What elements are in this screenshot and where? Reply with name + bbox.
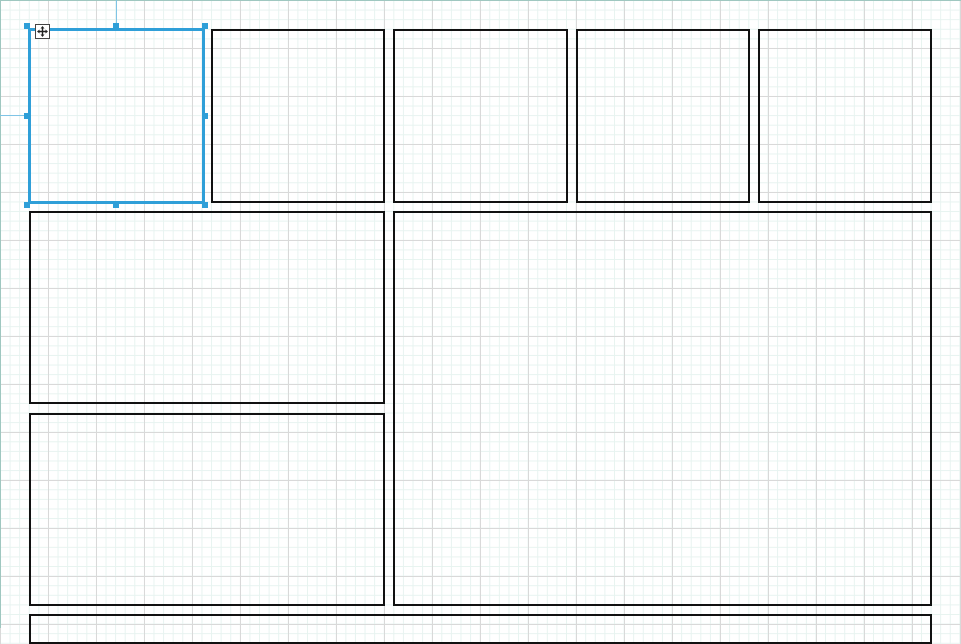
resize-handle-top[interactable] xyxy=(113,23,119,29)
alignment-guide-vertical xyxy=(116,0,117,24)
page-edge-left xyxy=(0,0,1,628)
panel-9[interactable] xyxy=(29,614,932,644)
panel-2[interactable] xyxy=(211,29,385,203)
resize-handle-bottom[interactable] xyxy=(113,202,119,208)
panel-5[interactable] xyxy=(758,29,932,203)
page-edge-top xyxy=(0,0,961,1)
resize-handle-right[interactable] xyxy=(202,113,208,119)
panel-4[interactable] xyxy=(576,29,750,203)
panel-8[interactable] xyxy=(29,413,385,606)
alignment-guide-horizontal xyxy=(0,115,28,116)
panel-1[interactable] xyxy=(28,28,205,204)
panel-3[interactable] xyxy=(393,29,568,203)
resize-handle-bottom-left[interactable] xyxy=(24,202,30,208)
panel-6[interactable] xyxy=(29,211,385,404)
resize-handle-bottom-right[interactable] xyxy=(202,202,208,208)
panel-7[interactable] xyxy=(393,211,932,606)
resize-handle-top-left[interactable] xyxy=(24,23,30,29)
move-icon[interactable] xyxy=(35,24,50,39)
resize-handle-top-right[interactable] xyxy=(202,23,208,29)
resize-handle-left[interactable] xyxy=(24,113,30,119)
